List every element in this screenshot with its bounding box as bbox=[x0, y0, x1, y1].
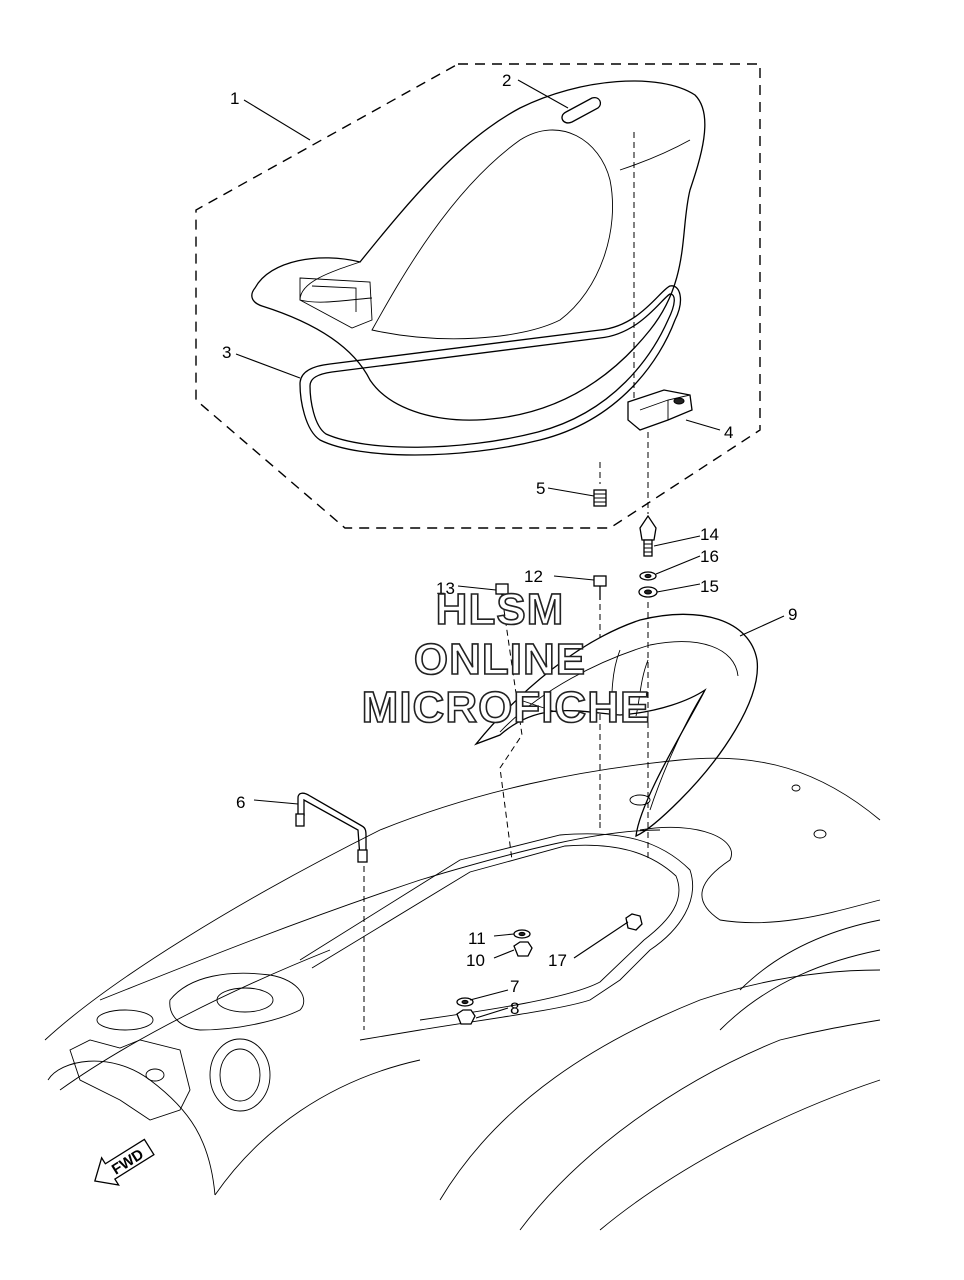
bolt-5 bbox=[593, 462, 607, 507]
washer-7 bbox=[456, 997, 474, 1007]
grab-rail bbox=[473, 613, 759, 838]
callout-11: 11 bbox=[468, 929, 486, 948]
callout-4: 4 bbox=[724, 423, 733, 442]
washer-16 bbox=[639, 571, 657, 581]
callout-1: 1 bbox=[230, 89, 239, 108]
u-bolt bbox=[295, 792, 368, 1030]
callout-13: 13 bbox=[436, 579, 455, 598]
watermark-line-3: MICROFICHE bbox=[362, 683, 651, 732]
nut-10 bbox=[513, 941, 533, 957]
callout-12: 12 bbox=[524, 567, 543, 586]
callout-leaders bbox=[235, 79, 785, 1019]
callout-2: 2 bbox=[502, 71, 511, 90]
callout-17: 17 bbox=[548, 951, 567, 970]
deck-outline bbox=[44, 757, 881, 1231]
watermark-line-1: HLSM bbox=[436, 585, 565, 634]
washer-15 bbox=[638, 586, 658, 598]
fwd-arrow-icon: FWD bbox=[94, 1138, 155, 1186]
callout-10: 10 bbox=[466, 951, 485, 970]
callout-7: 7 bbox=[510, 977, 519, 996]
callout-5: 5 bbox=[536, 479, 545, 498]
seat-lock-pin bbox=[639, 432, 657, 557]
nut-8 bbox=[456, 1009, 476, 1025]
bolt-12 bbox=[593, 575, 607, 822]
seat-handle bbox=[561, 97, 602, 124]
washer-11 bbox=[513, 929, 531, 939]
callout-14: 14 bbox=[700, 525, 719, 544]
callout-3: 3 bbox=[222, 343, 231, 362]
seat-frame bbox=[299, 285, 682, 456]
callout-6: 6 bbox=[236, 793, 245, 812]
seat-bracket bbox=[627, 389, 693, 431]
nut-17 bbox=[625, 913, 643, 931]
callout-16: 16 bbox=[700, 547, 719, 566]
watermark-line-2: ONLINE bbox=[414, 635, 586, 684]
bolt-13 bbox=[495, 583, 523, 861]
callout-9: 9 bbox=[788, 605, 797, 624]
callout-15: 15 bbox=[700, 577, 719, 596]
callout-8: 8 bbox=[510, 999, 519, 1018]
seat bbox=[251, 80, 706, 421]
seat-assembly-boundary bbox=[195, 63, 761, 529]
